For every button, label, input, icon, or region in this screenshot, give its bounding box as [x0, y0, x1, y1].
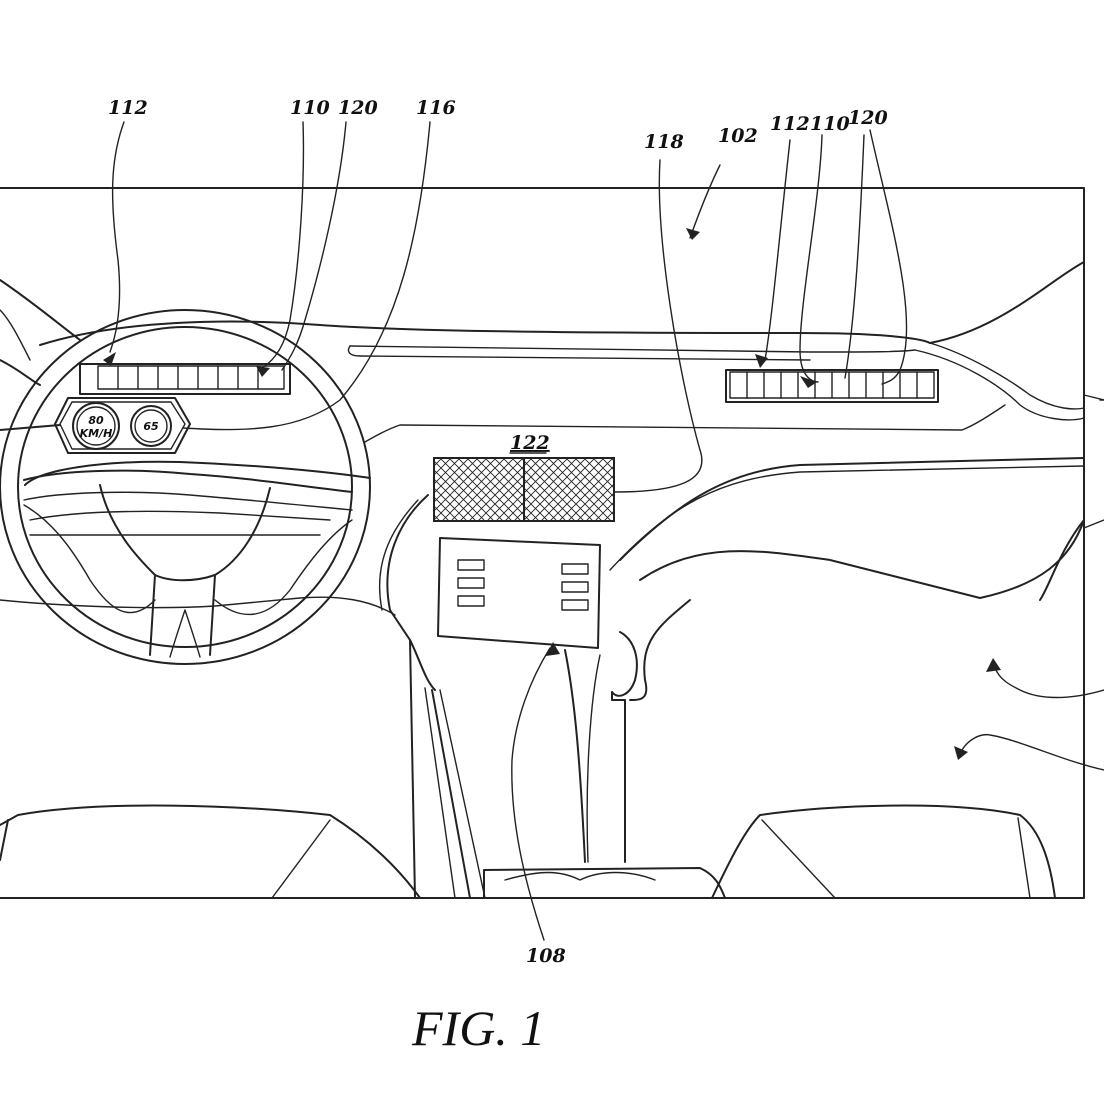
ref-102: 102 — [718, 125, 758, 147]
ref-110-right: 110 — [810, 113, 850, 135]
gauge-cluster — [54, 397, 191, 454]
speed-limit-value: 65 — [143, 420, 159, 433]
speed-unit: KM/H — [80, 427, 113, 440]
ref-118: 118 — [644, 131, 684, 153]
ref-108: 108 — [526, 945, 566, 967]
steering-wheel — [0, 309, 371, 665]
center-control-panel — [437, 537, 601, 649]
dashboard-body — [378, 457, 1104, 899]
ref-120-right: 120 — [848, 107, 888, 129]
figure-caption: FIG. 1 — [411, 1000, 545, 1056]
ref-116: 116 — [416, 97, 456, 119]
ref-110-left: 110 — [290, 97, 330, 119]
speed-value: 80 — [88, 414, 104, 427]
ref-112-left: 112 — [108, 97, 148, 119]
seats-and-console — [0, 804, 1056, 899]
frame-border — [0, 187, 1085, 899]
driver-display-bar — [79, 363, 291, 395]
passenger-display-bar — [725, 369, 939, 403]
center-hatched-display — [433, 457, 615, 522]
dashboard-top — [0, 261, 1104, 443]
ref-112-right: 112 — [770, 113, 810, 135]
ref-120-left: 120 — [338, 97, 378, 119]
leader-lines — [0, 121, 1104, 941]
left-dash-lines — [0, 359, 396, 616]
ref-122: 122 — [510, 432, 550, 454]
arrow-heads — [103, 164, 1001, 760]
